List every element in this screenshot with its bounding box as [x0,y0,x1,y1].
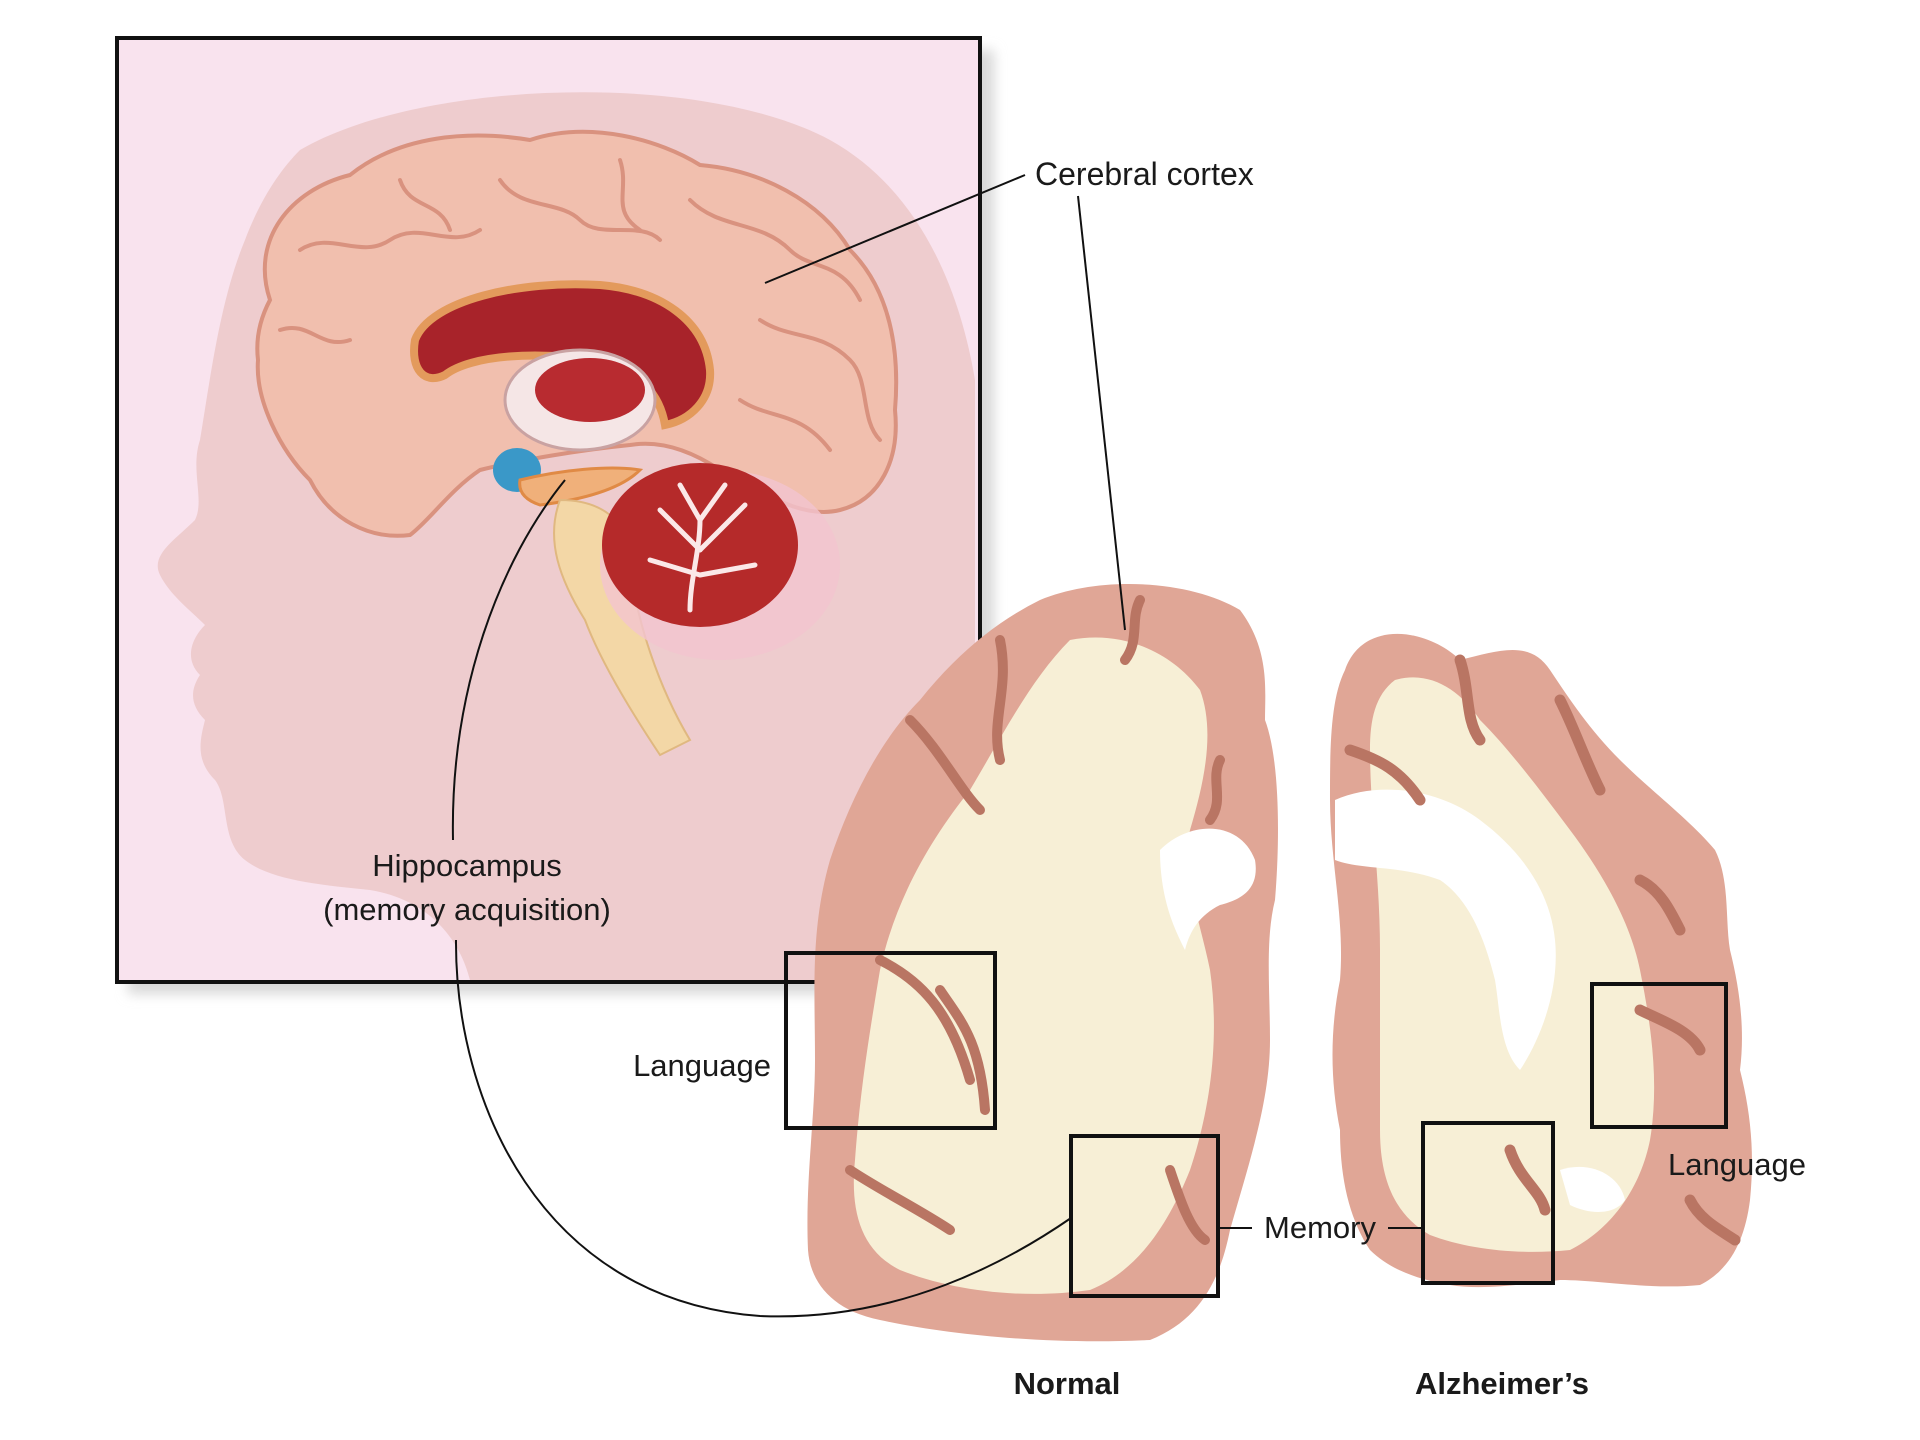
cortex-gyri [278,158,882,452]
memory-box-alzheimers [1421,1121,1555,1285]
hippocampus-leader-upper [451,479,566,841]
language-box-alzheimers [1590,982,1728,1129]
normal-caption: Normal [1014,1366,1121,1401]
alzheimers-sulci [1344,654,1741,1246]
leader-lines [451,174,1423,1318]
memory-label: Memory [1264,1210,1376,1245]
lateral-ventricle [535,358,645,422]
sagittal-inset [115,36,994,994]
alzheimers-brain-section [1330,633,1752,1288]
alzheimers-lower-gap [1560,1166,1625,1212]
language-label-alzheimers: Language [1668,1147,1806,1182]
hippocampus-label-line2: (memory acquisition) [323,892,611,927]
arbor-vitae [647,482,758,613]
cortex-leader-inset [764,174,1026,284]
alzheimers-ventricle-gap [1335,789,1556,1070]
normal-ventricle-notch [1160,828,1256,950]
cortex-leader-slice [1077,195,1126,631]
alzheimers-caption: Alzheimer’s [1415,1366,1589,1401]
hippocampus-leader-lower [454,939,1072,1318]
hippocampus [518,466,644,507]
normal-sulci [845,595,1225,1245]
language-box-normal [784,951,997,1130]
memory-box-normal [1069,1134,1220,1298]
labels: Cerebral cortex Hippocampus (memory acqu… [323,156,1806,1401]
callout-boxes [784,951,1728,1298]
cerebral-cortex-label: Cerebral cortex [1035,156,1254,192]
language-label-normal: Language [633,1048,771,1083]
hippocampus-label-line1: Hippocampus [372,848,562,883]
